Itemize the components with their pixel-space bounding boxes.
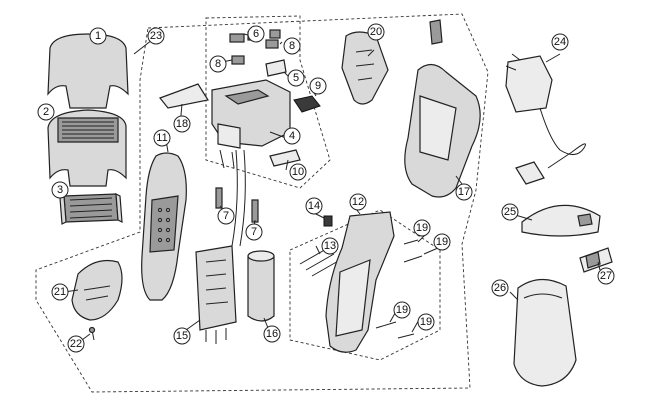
svg-text:24: 24 xyxy=(554,36,566,48)
callout-13: 13 xyxy=(321,237,339,255)
callout-3: 3 xyxy=(51,181,69,199)
svg-text:10: 10 xyxy=(292,166,304,178)
part-circuit-board xyxy=(195,245,237,344)
svg-text:3: 3 xyxy=(57,184,63,196)
part-foil-frame xyxy=(47,109,127,187)
part-trimmer-cover xyxy=(159,83,209,109)
svg-text:13: 13 xyxy=(324,240,336,252)
svg-text:19: 19 xyxy=(416,222,428,234)
assembly-outline-case xyxy=(289,209,441,361)
svg-text:27: 27 xyxy=(600,270,612,282)
part-battery xyxy=(247,250,275,322)
svg-text:11: 11 xyxy=(156,132,167,144)
callout-19d: 19 xyxy=(417,313,435,331)
callout-2: 2 xyxy=(37,103,55,121)
svg-text:8: 8 xyxy=(215,58,221,70)
assembly-outline-cutter xyxy=(205,15,331,189)
svg-text:19: 19 xyxy=(396,304,408,316)
part-bracket xyxy=(265,59,287,77)
svg-text:4: 4 xyxy=(289,130,295,142)
callout-10: 10 xyxy=(289,163,307,181)
svg-text:25: 25 xyxy=(504,206,516,218)
svg-text:14: 14 xyxy=(308,200,320,212)
callout-7a: 7 xyxy=(217,207,235,225)
svg-text:12: 12 xyxy=(352,196,364,208)
callout-5: 5 xyxy=(287,69,305,87)
svg-text:20: 20 xyxy=(370,26,382,38)
callout-15: 15 xyxy=(173,327,191,345)
part-travel-pouch xyxy=(513,278,577,387)
callout-19b: 19 xyxy=(433,233,451,251)
svg-text:5: 5 xyxy=(293,72,299,84)
callout-7b: 7 xyxy=(245,223,263,241)
callout-1: 1 xyxy=(89,27,107,45)
svg-text:26: 26 xyxy=(494,282,506,294)
part-springs xyxy=(215,187,259,223)
svg-text:17: 17 xyxy=(458,186,470,198)
svg-text:7: 7 xyxy=(223,210,229,222)
callout-12: 12 xyxy=(349,193,367,211)
part-protective-cap xyxy=(71,259,123,321)
svg-text:19: 19 xyxy=(436,236,448,248)
svg-text:2: 2 xyxy=(43,106,49,118)
part-button xyxy=(293,95,321,113)
callout-9: 9 xyxy=(309,77,327,95)
callout-17: 17 xyxy=(455,183,473,201)
callout-20: 20 xyxy=(367,23,385,41)
callout-11: 11 xyxy=(153,129,171,147)
assembly-outline-main xyxy=(35,13,489,393)
svg-text:21: 21 xyxy=(54,286,66,298)
svg-text:9: 9 xyxy=(315,80,321,92)
part-small-clip xyxy=(323,215,333,227)
callout-23: 23 xyxy=(147,27,165,45)
svg-text:18: 18 xyxy=(176,118,188,130)
callout-4: 4 xyxy=(283,127,301,145)
svg-text:22: 22 xyxy=(70,338,82,350)
svg-text:8: 8 xyxy=(289,40,295,52)
svg-text:19: 19 xyxy=(420,316,432,328)
part-motor-block xyxy=(211,79,291,169)
callout-19c: 19 xyxy=(393,301,411,319)
callout-25: 25 xyxy=(501,203,519,221)
callout-8b: 8 xyxy=(283,37,301,55)
callout-26: 26 xyxy=(491,279,509,297)
svg-text:16: 16 xyxy=(266,328,278,340)
svg-text:6: 6 xyxy=(253,28,259,40)
part-screw-small xyxy=(88,326,96,341)
part-charging-stand xyxy=(521,204,601,237)
part-front-housing xyxy=(141,152,187,301)
callout-6: 6 xyxy=(247,25,265,43)
callout-14: 14 xyxy=(305,197,323,215)
part-back-panel xyxy=(341,31,389,105)
callout-22: 22 xyxy=(67,335,85,353)
part-cleaning-brush xyxy=(579,247,613,273)
svg-text:23: 23 xyxy=(150,30,162,42)
part-inner-blades xyxy=(59,192,123,225)
part-ac-adapter xyxy=(505,53,586,185)
callout-27: 27 xyxy=(597,267,615,285)
part-spring-plate xyxy=(269,149,301,167)
svg-text:15: 15 xyxy=(176,330,188,342)
callout-24: 24 xyxy=(551,33,569,51)
callout-19a: 19 xyxy=(413,219,431,237)
callout-18: 18 xyxy=(173,115,191,133)
callout-16: 16 xyxy=(263,325,281,343)
part-motor-wire xyxy=(231,149,246,247)
part-screws xyxy=(375,239,423,339)
callout-8a: 8 xyxy=(209,55,227,73)
svg-text:7: 7 xyxy=(251,226,257,238)
svg-text:1: 1 xyxy=(95,30,101,42)
callout-21: 21 xyxy=(51,283,69,301)
part-rear-housing xyxy=(404,19,481,198)
part-case-housing xyxy=(325,211,395,353)
part-outer-cap xyxy=(47,33,129,109)
